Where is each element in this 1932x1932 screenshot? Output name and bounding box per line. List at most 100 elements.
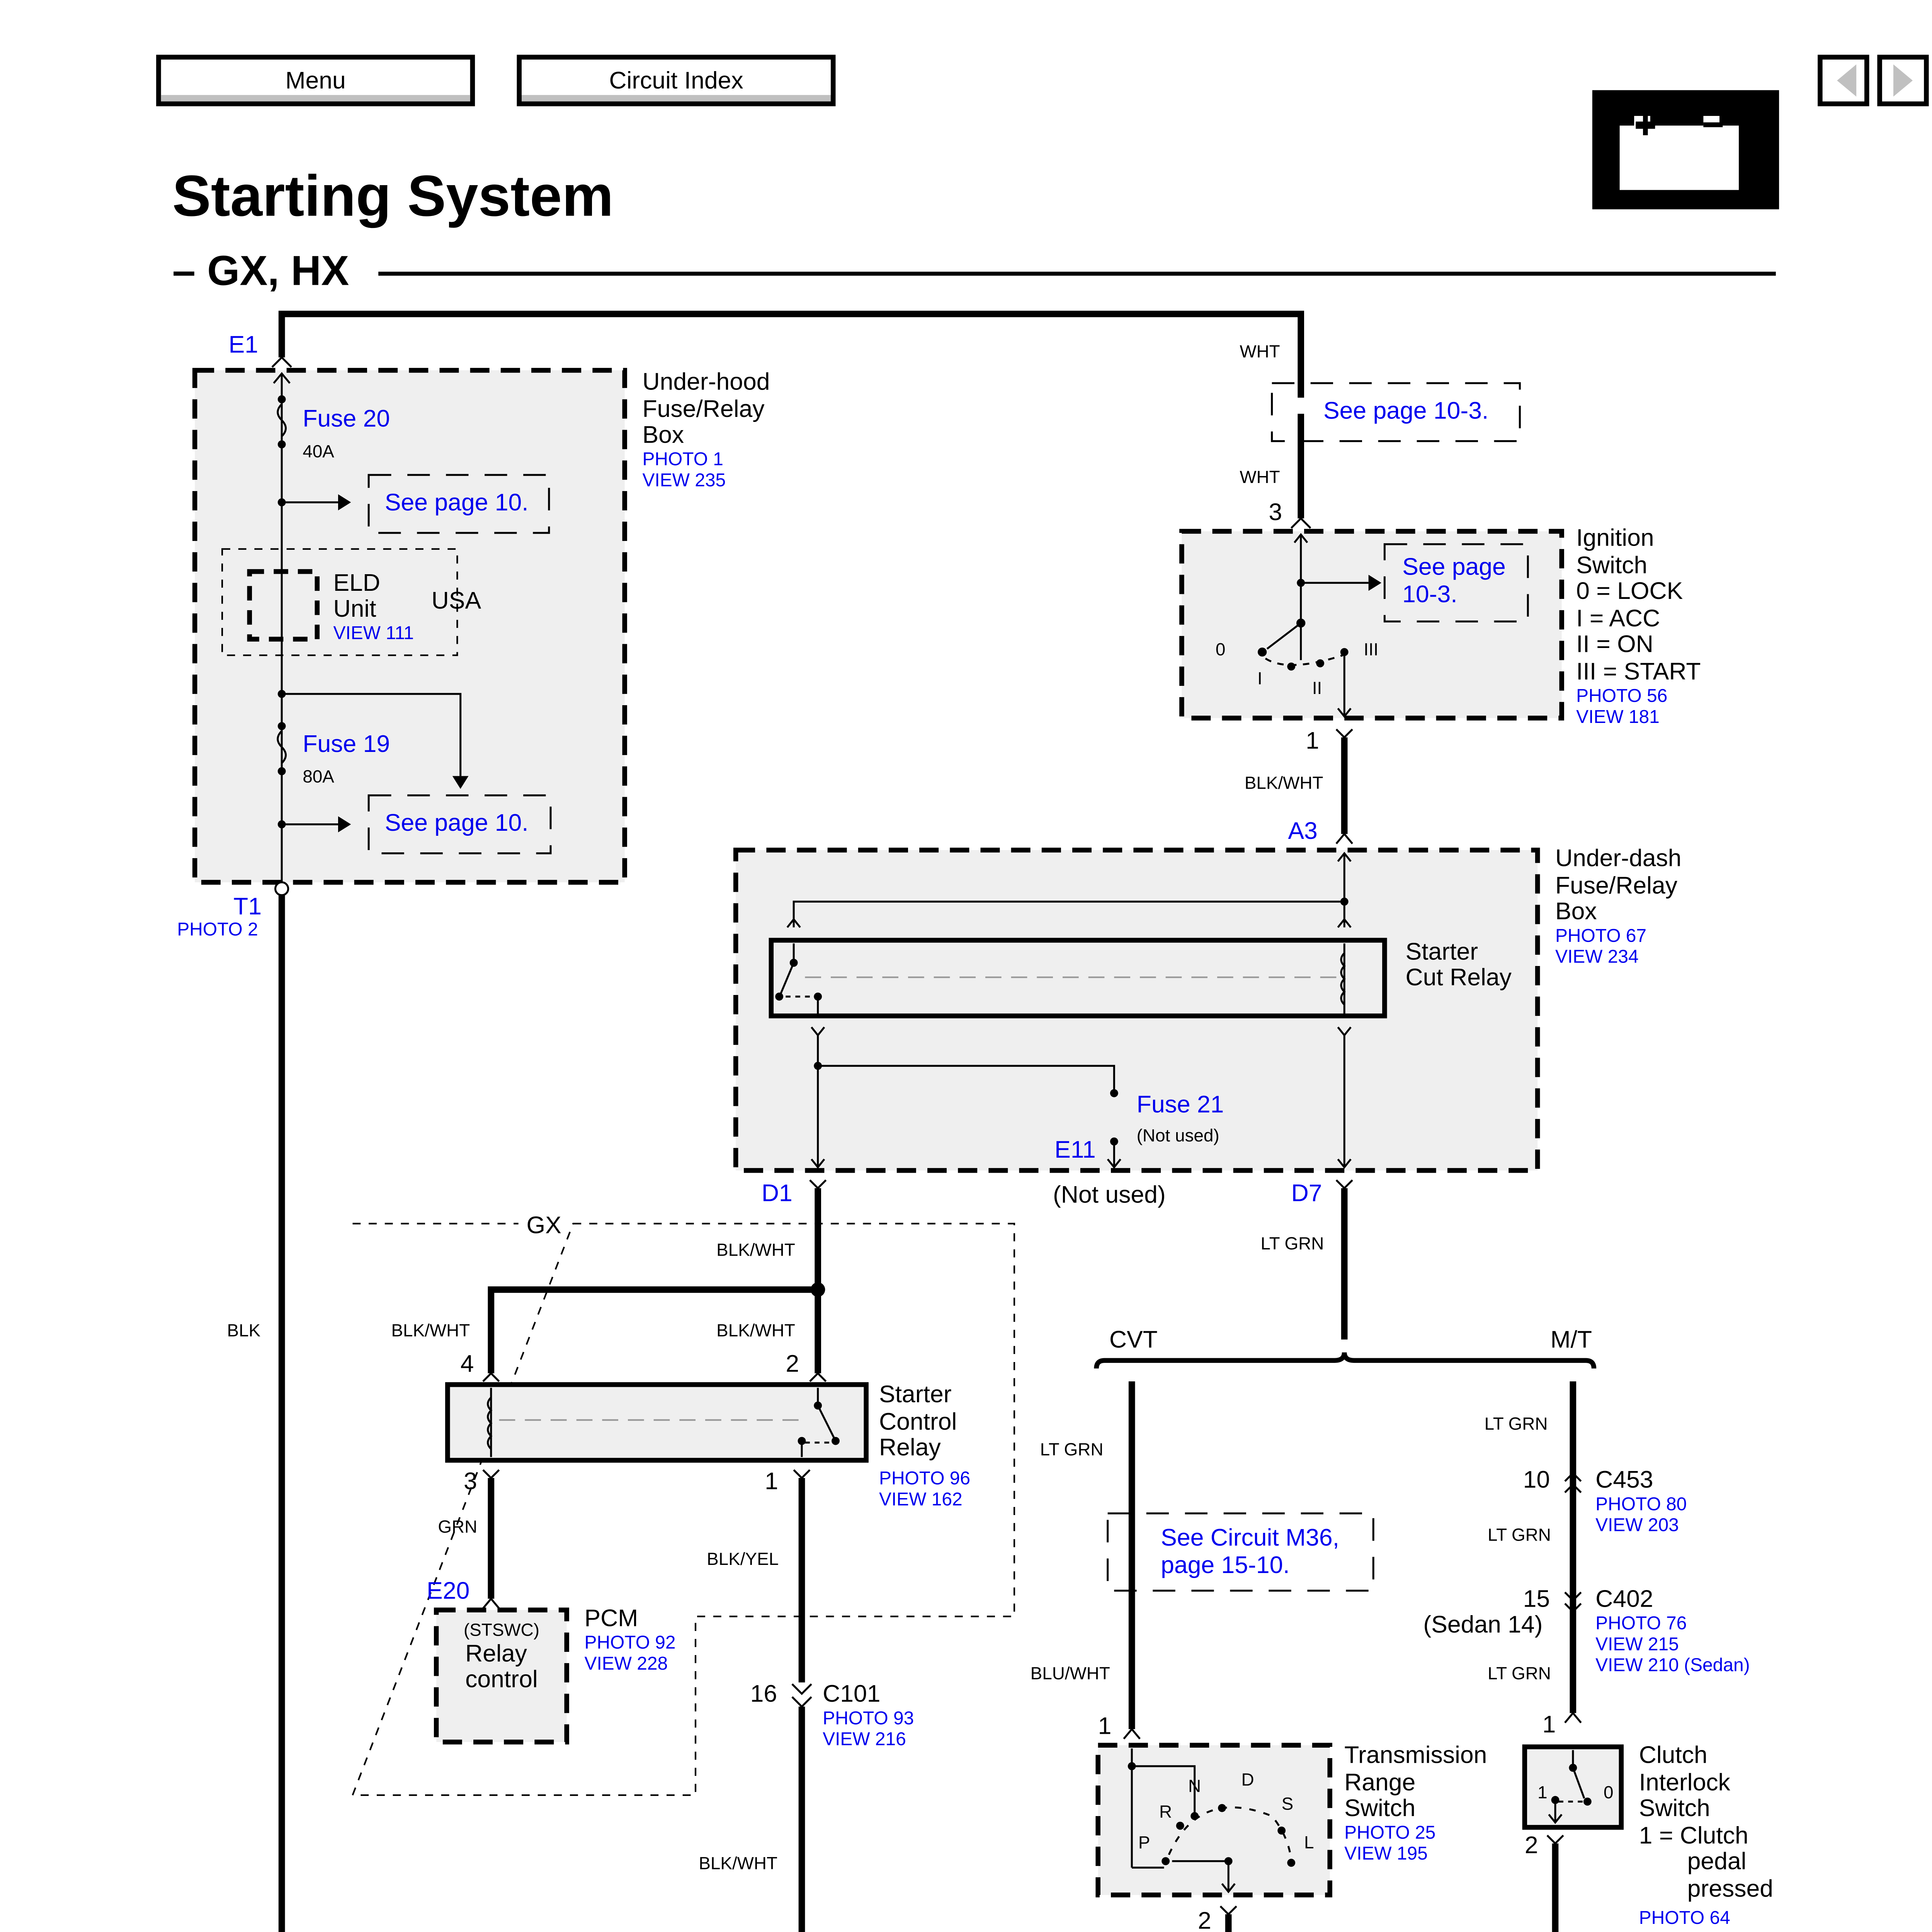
triangle-right-icon bbox=[1893, 64, 1913, 97]
c402-view[interactable]: VIEW 215 bbox=[1595, 1634, 1679, 1655]
see-page-10-3-link-inner-2[interactable]: 10-3. bbox=[1402, 580, 1457, 607]
connector-e1 bbox=[271, 356, 292, 368]
terminal-e11: E11 bbox=[1054, 1136, 1096, 1163]
mt-label: M/T bbox=[1551, 1326, 1592, 1353]
pcm-photo[interactable]: PHOTO 92 bbox=[585, 1633, 676, 1653]
connector-d1 bbox=[809, 1179, 827, 1190]
c402-note: (Sedan 14) bbox=[1423, 1611, 1543, 1638]
see-page-10-3-link-inner-1[interactable]: See page bbox=[1402, 553, 1506, 580]
wire-label-pin4: BLK/WHT bbox=[391, 1320, 470, 1340]
see-circuit-m36-link-2[interactable]: page 15-10. bbox=[1161, 1551, 1290, 1578]
starter-cut-relay-name-2: Cut Relay bbox=[1406, 964, 1512, 991]
ignition-legend-3: III = START bbox=[1576, 658, 1701, 685]
see-page-10-3-link-wire[interactable]: See page 10-3. bbox=[1323, 397, 1488, 424]
terminal-d1: D1 bbox=[762, 1179, 793, 1206]
clutch-photo[interactable]: PHOTO 64 bbox=[1639, 1908, 1730, 1928]
clutch-legend-2: pedal bbox=[1687, 1848, 1747, 1875]
see-page-ref-box bbox=[1383, 543, 1529, 622]
clutch-view[interactable]: VIEW 32 bbox=[1639, 1929, 1712, 1932]
c453-photo[interactable]: PHOTO 80 bbox=[1595, 1494, 1687, 1514]
relay-coil-symbol bbox=[487, 1396, 493, 1450]
c402-view-sedan[interactable]: VIEW 210 (Sedan) bbox=[1595, 1655, 1750, 1675]
fuse-19-label: Fuse 19 bbox=[303, 730, 390, 757]
ignition-view[interactable]: VIEW 181 bbox=[1576, 707, 1660, 727]
c101-name: C101 bbox=[823, 1680, 880, 1707]
menu-button-top[interactable]: Menu bbox=[156, 54, 475, 106]
see-circuit-ref-box bbox=[1107, 1512, 1374, 1592]
starter-control-relay-view[interactable]: VIEW 162 bbox=[879, 1489, 963, 1510]
connector-pin-3 bbox=[1290, 517, 1311, 529]
see-page-ref-box bbox=[367, 474, 550, 534]
wire-label-wht-1: WHT bbox=[1240, 342, 1280, 361]
wire-label-pin2: BLK/WHT bbox=[716, 1320, 795, 1340]
fuse-21-label: Fuse 21 bbox=[1137, 1091, 1224, 1118]
see-circuit-m36-link-1[interactable]: See Circuit M36, bbox=[1161, 1524, 1339, 1551]
ignition-pin-3: 3 bbox=[1269, 498, 1282, 526]
eld-unit-line2: Unit bbox=[333, 595, 376, 622]
eld-unit-view[interactable]: VIEW 111 bbox=[333, 623, 414, 643]
c402-photo[interactable]: PHOTO 76 bbox=[1595, 1613, 1687, 1634]
gx-option-box bbox=[351, 1223, 1015, 1796]
arrow-right-icon bbox=[338, 816, 351, 833]
connector-pin-1 bbox=[1335, 728, 1353, 739]
underhood-box-photo[interactable]: PHOTO 1 bbox=[643, 449, 723, 469]
pcm-line-1: Relay bbox=[465, 1640, 527, 1667]
usa-label: USA bbox=[432, 587, 481, 614]
fuse-20-label: Fuse 20 bbox=[303, 405, 390, 432]
see-page-ref-box bbox=[1271, 382, 1521, 442]
starter-control-relay-name-1: Starter bbox=[879, 1381, 952, 1408]
circuit-index-button-label: Circuit Index bbox=[609, 67, 743, 94]
connector-c402 bbox=[1564, 1592, 1582, 1613]
fuse-21-note: (Not used) bbox=[1137, 1126, 1219, 1145]
underdash-box-view[interactable]: VIEW 234 bbox=[1555, 947, 1639, 967]
wire-pin4-blk-wht bbox=[488, 1286, 818, 1374]
triangle-left-icon bbox=[1837, 64, 1857, 97]
circuit-index-button-top[interactable]: Circuit Index bbox=[517, 54, 836, 106]
page-title: Starting System bbox=[172, 163, 614, 228]
trs-name-3: Switch bbox=[1344, 1794, 1415, 1821]
starter-control-relay-name-3: Relay bbox=[879, 1434, 941, 1461]
relay-pin-4: 4 bbox=[461, 1350, 474, 1377]
ignition-switch-box bbox=[1179, 529, 1564, 721]
next-page-button-top[interactable] bbox=[1877, 54, 1929, 106]
ignition-photo[interactable]: PHOTO 56 bbox=[1576, 686, 1667, 706]
page-subtitle: – GX, HX bbox=[172, 247, 349, 294]
terminal-t1: T1 bbox=[233, 893, 262, 920]
clutch-pos-0: 0 bbox=[1604, 1782, 1613, 1802]
trs-pos-r: R bbox=[1159, 1802, 1172, 1821]
trs-view[interactable]: VIEW 195 bbox=[1344, 1844, 1428, 1864]
see-page-10-link-2[interactable]: See page 10. bbox=[385, 809, 529, 836]
fuse-20-rating: 40A bbox=[303, 441, 334, 461]
ignition-pin-1: 1 bbox=[1306, 727, 1319, 754]
clutch-name-1: Clutch bbox=[1639, 1742, 1708, 1769]
prev-page-button-top[interactable] bbox=[1818, 54, 1869, 106]
clutch-legend-1: 1 = Clutch bbox=[1639, 1822, 1748, 1849]
arrow-down-icon bbox=[452, 776, 469, 789]
starter-control-relay-photo[interactable]: PHOTO 96 bbox=[879, 1468, 970, 1489]
gx-label: GX bbox=[527, 1212, 561, 1239]
battery-icon bbox=[1592, 90, 1779, 209]
trs-photo[interactable]: PHOTO 25 bbox=[1344, 1822, 1435, 1843]
ignition-pos-ii: II bbox=[1312, 678, 1322, 698]
terminal-t1-photo[interactable]: PHOTO 2 bbox=[177, 919, 258, 940]
wire-bus-top bbox=[278, 311, 1304, 519]
underdash-box-photo[interactable]: PHOTO 67 bbox=[1555, 926, 1646, 946]
clutch-legend-3: pressed bbox=[1687, 1875, 1773, 1902]
trs-pos-l: L bbox=[1304, 1832, 1314, 1852]
pcm-line-2: control bbox=[465, 1666, 538, 1693]
terminal-e1: E1 bbox=[229, 331, 258, 358]
underhood-box-view[interactable]: VIEW 235 bbox=[643, 470, 726, 490]
wire-label-cvt-2: BLU/WHT bbox=[1031, 1663, 1110, 1683]
pcm-signal: (STSWC) bbox=[464, 1620, 539, 1639]
pcm-view[interactable]: VIEW 228 bbox=[585, 1653, 668, 1674]
wire-label-c101-below: BLK/WHT bbox=[699, 1854, 777, 1873]
wire-label-blk-yel: BLK/YEL bbox=[707, 1549, 779, 1569]
c453-view[interactable]: VIEW 203 bbox=[1595, 1515, 1679, 1536]
c101-photo[interactable]: PHOTO 93 bbox=[823, 1708, 914, 1729]
starter-cut-relay-name-1: Starter bbox=[1406, 938, 1478, 965]
pcm-name: PCM bbox=[585, 1604, 638, 1631]
c101-view[interactable]: VIEW 216 bbox=[823, 1729, 906, 1750]
clutch-pos-1: 1 bbox=[1537, 1782, 1548, 1802]
see-page-10-link-1[interactable]: See page 10. bbox=[385, 489, 529, 516]
